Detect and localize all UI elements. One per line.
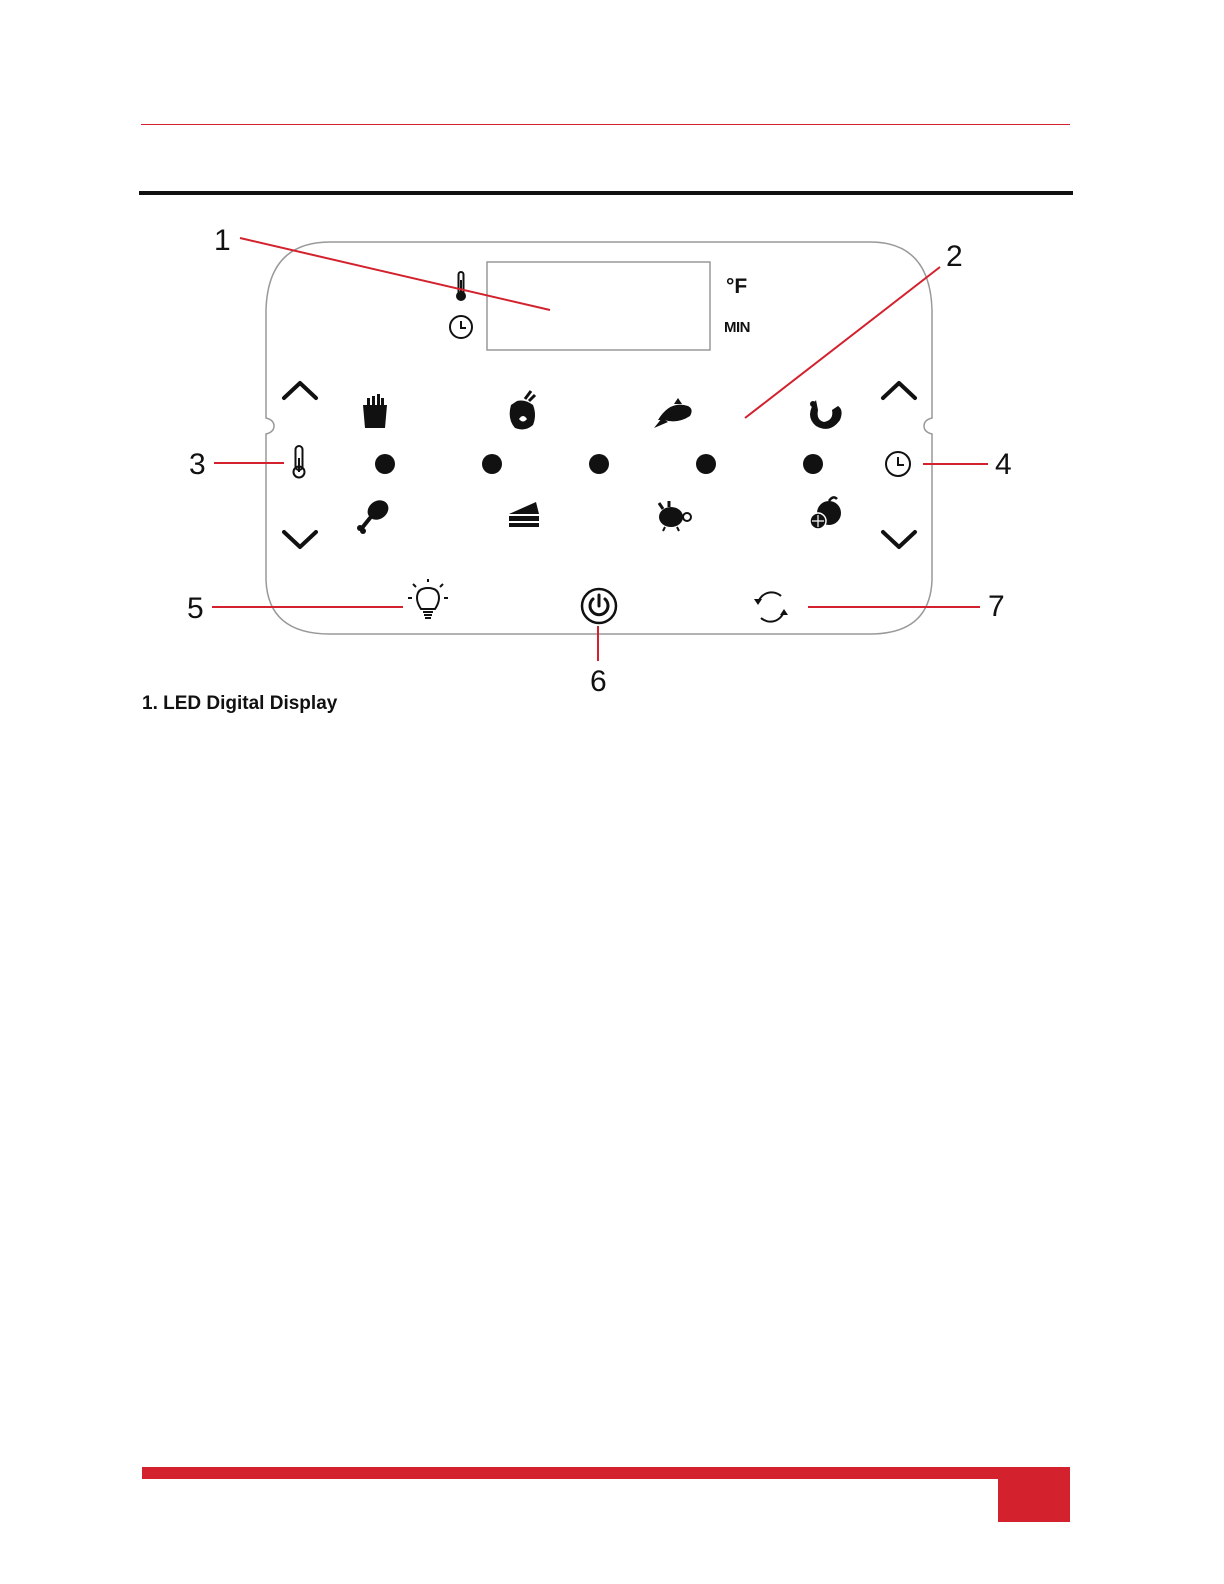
preset-dot <box>589 454 609 474</box>
light-bulb-icon <box>408 579 448 618</box>
callout-number-7: 7 <box>988 592 1005 622</box>
temp-down-chevron-icon <box>284 532 316 547</box>
rotate-icon <box>754 592 788 621</box>
temp-control-thermometer-icon <box>294 446 305 478</box>
time-up-chevron-icon <box>883 383 915 398</box>
clock-icon <box>450 316 472 338</box>
cake-icon <box>509 502 539 527</box>
chicken-icon <box>659 501 691 531</box>
temperature-unit-label: °F <box>726 275 747 299</box>
fish-icon <box>654 398 692 428</box>
section-caption: 1. LED Digital Display <box>142 693 337 715</box>
callout-number-1: 1 <box>214 226 231 256</box>
time-unit-label: MIN <box>724 319 750 336</box>
temp-up-chevron-icon <box>284 383 316 398</box>
control-panel-diagram <box>0 0 1224 720</box>
preset-dot <box>482 454 502 474</box>
time-control-clock-icon <box>886 452 910 476</box>
shrimp-icon <box>810 400 842 429</box>
callout-line-1 <box>240 238 550 310</box>
callout-number-3: 3 <box>189 450 206 480</box>
footer-red-box <box>998 1467 1070 1522</box>
steak-icon <box>510 391 535 429</box>
led-display-window <box>487 262 710 350</box>
callout-number-4: 4 <box>995 450 1012 480</box>
preset-dot <box>375 454 395 474</box>
callout-number-2: 2 <box>946 242 963 272</box>
callout-number-5: 5 <box>187 594 204 624</box>
preset-dot <box>803 454 823 474</box>
vegetables-icon <box>810 497 841 529</box>
preset-dot <box>696 454 716 474</box>
power-icon[interactable] <box>582 589 616 623</box>
time-down-chevron-icon <box>883 532 915 547</box>
thermometer-icon <box>456 272 466 301</box>
callout-number-6: 6 <box>590 667 607 697</box>
panel-outline <box>266 242 932 634</box>
footer-red-bar <box>142 1467 1070 1479</box>
drumstick-icon <box>357 496 392 534</box>
fries-icon <box>363 394 387 428</box>
